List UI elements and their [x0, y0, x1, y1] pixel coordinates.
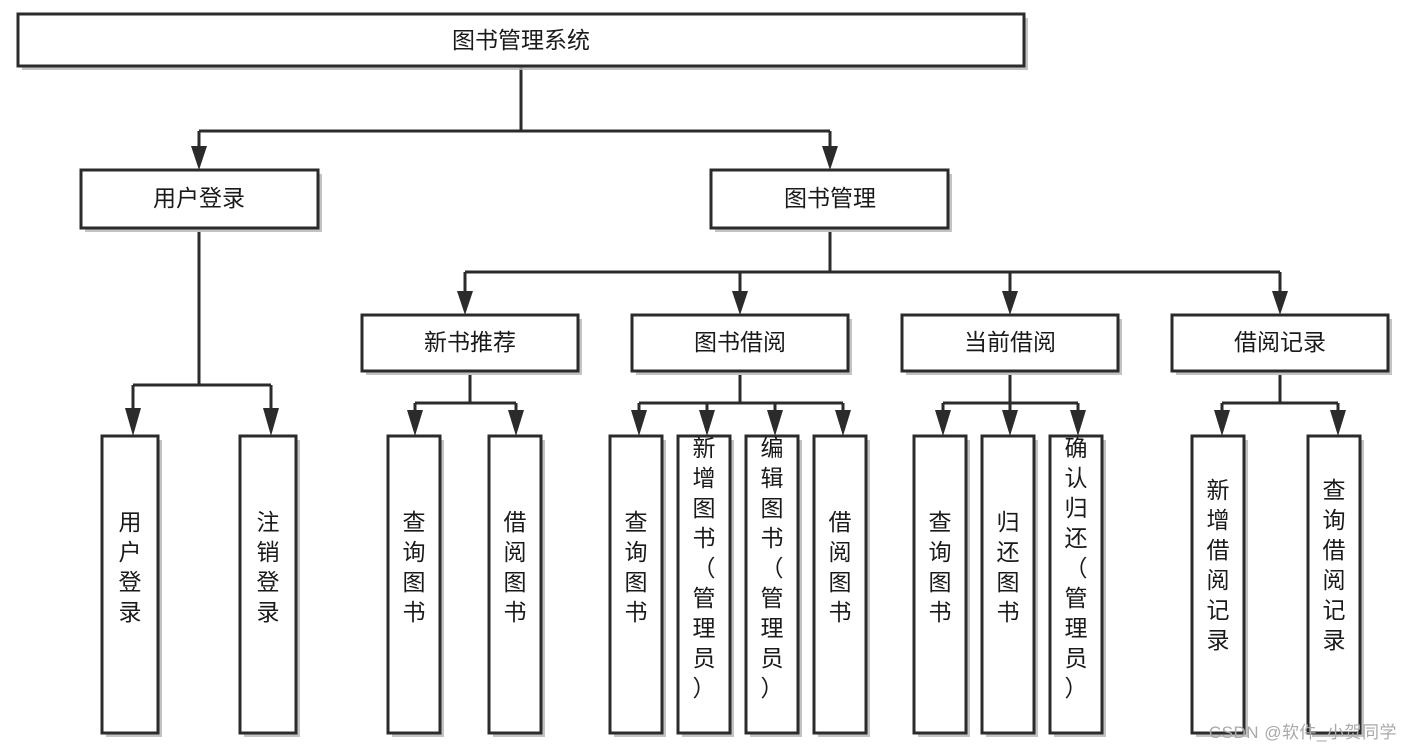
arrow-currentborrow-leaf-1: [935, 410, 951, 436]
arrow-currentborrow-leaf-2: [1002, 410, 1018, 436]
leaf-bb-query-box[interactable]: [608, 434, 664, 735]
node-current-borrow[interactable]: 当前借阅: [900, 313, 1122, 375]
leaf-cb-confirm-box[interactable]: [1048, 434, 1104, 735]
arrow-to-current-borrow: [1002, 291, 1018, 315]
leaf-node[interactable]: 查询借阅记录: [1306, 434, 1364, 737]
node-book-manage[interactable]: 图书管理: [709, 168, 952, 232]
leaf-node[interactable]: 查询图书: [386, 434, 444, 737]
arrow-bookborrow-leaf-2: [699, 410, 715, 436]
node-new-book-recommend[interactable]: 新书推荐: [360, 313, 582, 375]
leaf-cb-return-box[interactable]: [980, 434, 1036, 735]
node-borrow-record-label: 借阅记录: [1234, 329, 1326, 355]
node-book-manage-box[interactable]: [709, 168, 950, 230]
leaf-bb-edit-label: 编辑图书（管理员）: [761, 435, 784, 701]
leaf-user-login-box[interactable]: [100, 434, 160, 735]
leaf-node[interactable]: 借阅图书: [812, 434, 870, 737]
leaf-node[interactable]: 用户登录: [100, 434, 162, 737]
node-current-borrow-box[interactable]: [900, 313, 1120, 373]
leaf-node[interactable]: 新增借阅记录: [1190, 434, 1248, 737]
leaf-bb-query-label: 查询图书: [625, 509, 648, 625]
leaf-bb-add-box[interactable]: [676, 434, 732, 735]
arrow-bookborrow-leaf-4: [835, 410, 851, 436]
leaf-bb-borrow-label: 借阅图书: [829, 509, 852, 625]
leaf-logout-box[interactable]: [238, 434, 298, 735]
arrow-to-borrow-record: [1272, 291, 1288, 315]
leaf-node[interactable]: 注销登录: [238, 434, 300, 737]
arrow-currentborrow-leaf-3: [1070, 410, 1086, 436]
leaf-newbook-query-box[interactable]: [386, 434, 442, 735]
leaf-node[interactable]: 查询图书: [608, 434, 666, 737]
leaf-br-query-label: 查询借阅记录: [1323, 477, 1346, 653]
leaf-cb-confirm-label: 确认归还（管理员）: [1065, 435, 1088, 701]
leaf-newbook-borrow-box[interactable]: [487, 434, 543, 735]
node-new-book-recommend-label: 新书推荐: [424, 329, 516, 355]
arrow-bookborrow-leaf-1: [631, 410, 647, 436]
node-user-login[interactable]: 用户登录: [79, 168, 322, 232]
node-user-login-label: 用户登录: [153, 185, 245, 211]
leaf-newbook-borrow-label: 借阅图书: [504, 509, 527, 625]
arrow-userlogin-leaf-2: [263, 408, 279, 436]
edge-layer: [125, 66, 1346, 436]
node-book-borrow-box[interactable]: [630, 313, 850, 373]
node-book-manage-label: 图书管理: [784, 185, 876, 211]
leaf-br-add-box[interactable]: [1190, 434, 1246, 735]
leaf-cb-query-label: 查询图书: [929, 509, 952, 625]
arrow-borrowrecord-leaf-1: [1214, 410, 1230, 436]
leaf-node[interactable]: 查询图书: [912, 434, 970, 737]
leaf-br-add-label: 新增借阅记录: [1207, 477, 1230, 653]
leaf-user-login-label: 用户登录: [119, 509, 142, 625]
leaf-bb-borrow-box[interactable]: [812, 434, 868, 735]
arrow-bookborrow-leaf-3: [767, 410, 783, 436]
arrow-root-to-book-manage: [822, 146, 838, 170]
arrow-newbook-leaf-2: [508, 410, 524, 436]
arrow-newbook-leaf-1: [407, 410, 423, 436]
leaf-node[interactable]: 新增图书（管理员）: [676, 434, 734, 737]
node-root-box[interactable]: [16, 12, 1026, 68]
node-root[interactable]: 图书管理系统: [16, 12, 1028, 70]
leaf-node[interactable]: 编辑图书（管理员）: [744, 434, 802, 737]
arrow-to-new-book-recommend: [457, 291, 473, 315]
node-user-login-box[interactable]: [79, 168, 320, 230]
leaf-node[interactable]: 归还图书: [980, 434, 1038, 737]
arrow-userlogin-leaf-1: [125, 408, 141, 436]
leaf-bb-edit-box[interactable]: [744, 434, 800, 735]
leaf-br-query-box[interactable]: [1306, 434, 1362, 735]
node-borrow-record[interactable]: 借阅记录: [1170, 313, 1392, 375]
node-root-label: 图书管理系统: [452, 27, 590, 53]
leaf-node[interactable]: 确认归还（管理员）: [1048, 434, 1106, 737]
leaf-bb-add-label: 新增图书（管理员）: [693, 435, 716, 701]
node-new-book-recommend-box[interactable]: [360, 313, 580, 373]
leaf-newbook-query-label: 查询图书: [403, 509, 426, 625]
arrow-root-to-user-login: [191, 146, 207, 170]
leaf-logout-label: 注销登录: [257, 509, 280, 625]
leaf-cb-return-label: 归还图书: [997, 509, 1020, 625]
node-borrow-record-box[interactable]: [1170, 313, 1390, 373]
leaf-node[interactable]: 借阅图书: [487, 434, 545, 737]
leaf-cb-query-box[interactable]: [912, 434, 968, 735]
arrow-borrowrecord-leaf-2: [1330, 410, 1346, 436]
node-book-borrow[interactable]: 图书借阅: [630, 313, 852, 375]
node-book-borrow-label: 图书借阅: [694, 329, 786, 355]
arrow-to-book-borrow: [732, 291, 748, 315]
node-current-borrow-label: 当前借阅: [964, 329, 1056, 355]
